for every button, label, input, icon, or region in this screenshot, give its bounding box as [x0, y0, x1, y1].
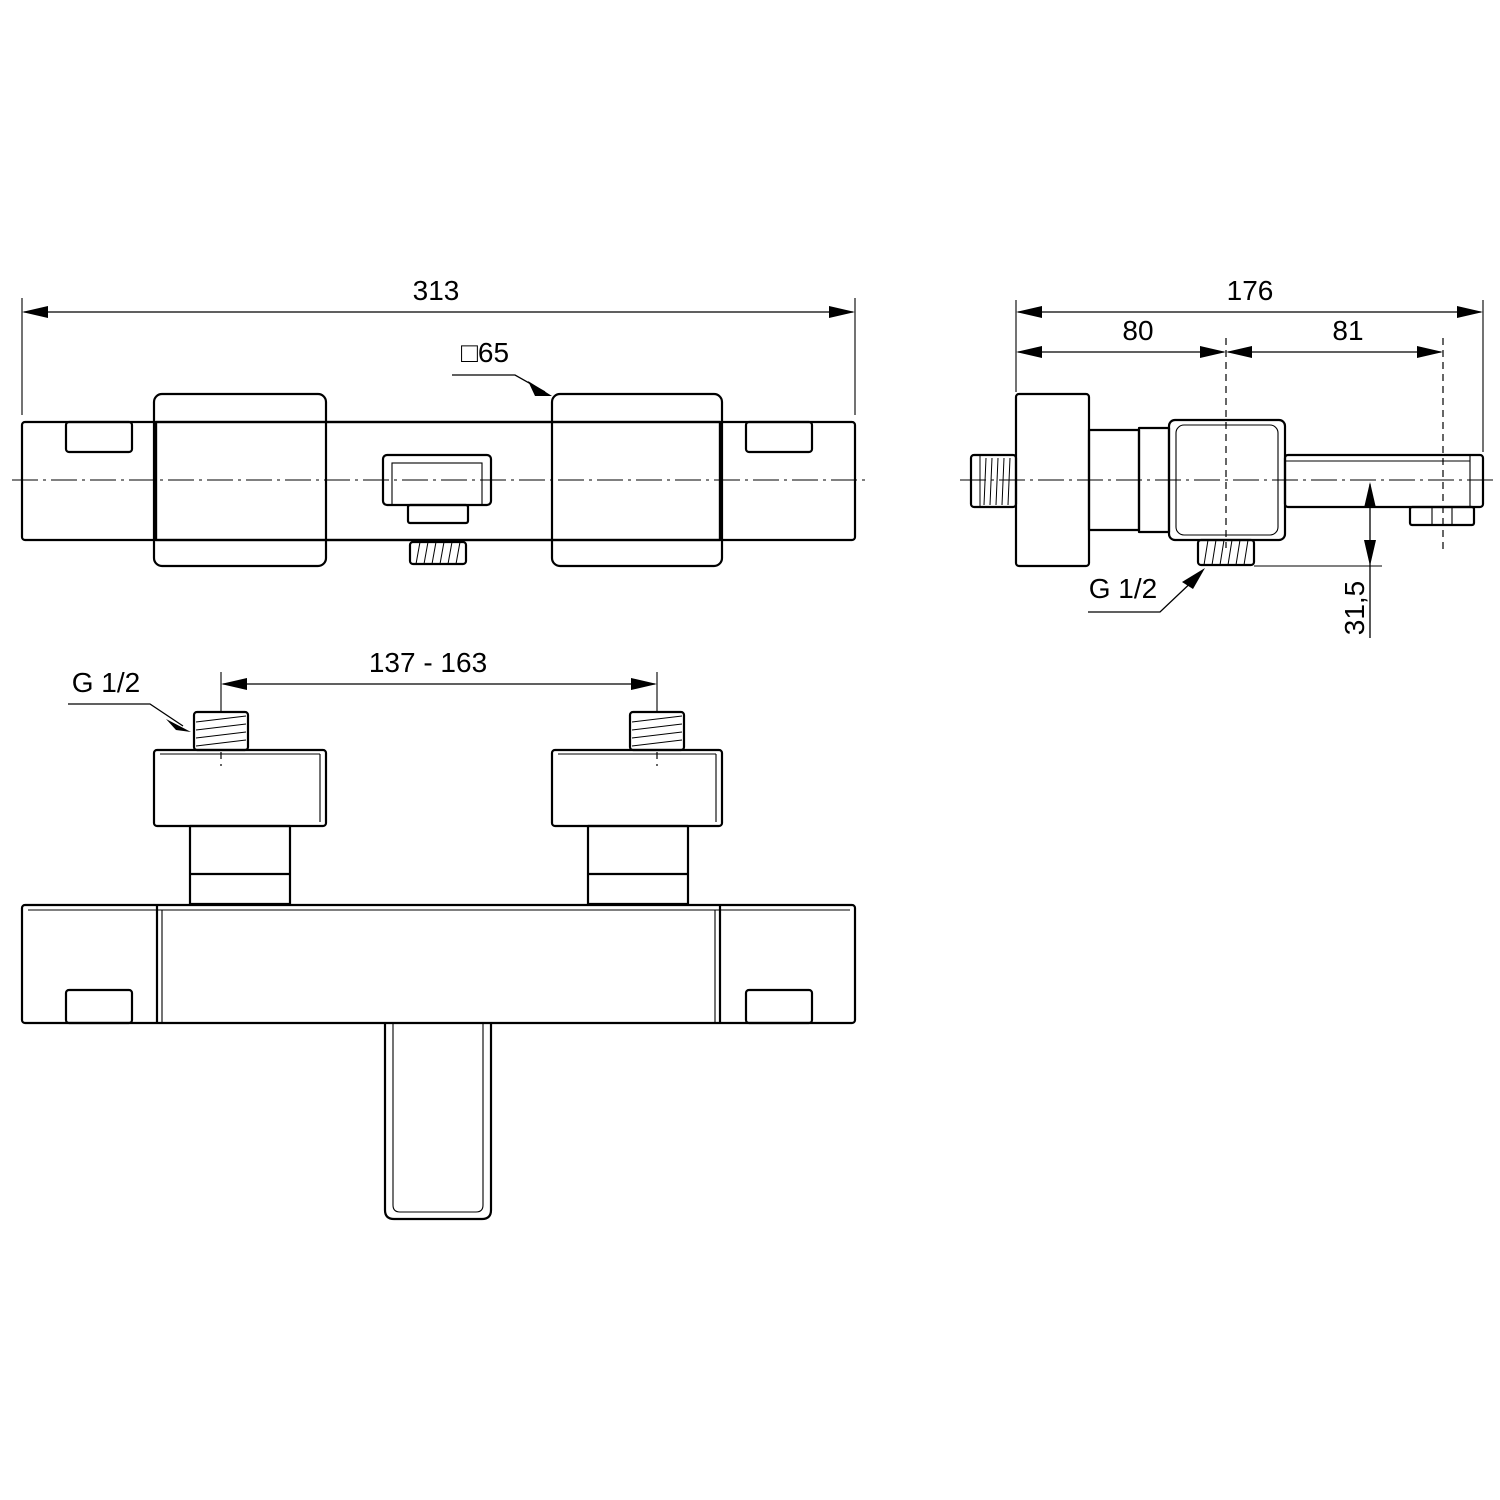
dimension-313-label: 313: [413, 275, 460, 306]
side-view: 176 80 81: [960, 275, 1495, 638]
plan-left-cap-insert: [64, 988, 134, 1025]
outlet-thread: [408, 540, 468, 566]
left-inlet: [152, 710, 328, 906]
dimension-313: 313: [22, 275, 855, 318]
dimension-176-label: 176: [1227, 275, 1274, 306]
dimension-80-label: 80: [1122, 315, 1153, 346]
square-65-label: □65: [461, 337, 509, 368]
dimension-81: 81: [1226, 315, 1443, 358]
plan-right-cap-insert: [744, 988, 814, 1025]
plan-thread-annotation: G 1/2: [68, 667, 191, 732]
dimension-176: 176: [1016, 275, 1483, 318]
dimension-80: 80: [1016, 315, 1226, 358]
dimension-137-163: 137 - 163: [220, 647, 658, 712]
side-inlet-thread: [969, 453, 1018, 509]
side-spout: [1283, 453, 1485, 527]
dimension-31-5: 31,5: [1254, 482, 1382, 638]
dimension-137-163-label: 137 - 163: [369, 647, 487, 678]
side-thread-annotation: G 1/2: [1088, 568, 1205, 613]
square-65-annotation: □65: [452, 337, 552, 396]
plan-thread-label: G 1/2: [72, 667, 140, 698]
dimension-31-5-label: 31,5: [1339, 581, 1370, 636]
plan-spout: [383, 1023, 493, 1221]
right-inlet: [550, 710, 724, 906]
side-bottom-thread: [1196, 538, 1256, 567]
right-cap-insert: [744, 420, 814, 454]
front-view: 313 □65: [12, 275, 870, 568]
plan-view: G 1/2 137 - 163: [20, 647, 857, 1221]
side-thread-label: G 1/2: [1089, 573, 1157, 604]
dimension-81-label: 81: [1332, 315, 1363, 346]
left-cap-insert: [64, 420, 134, 454]
plan-main-body: [20, 903, 857, 1025]
